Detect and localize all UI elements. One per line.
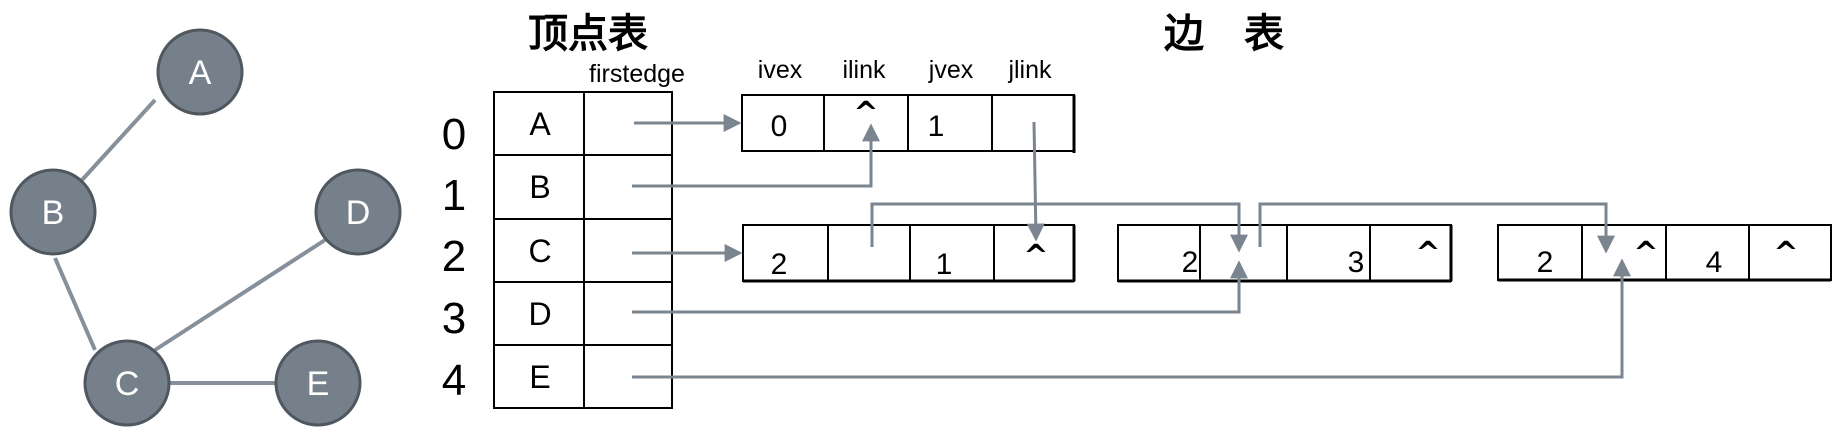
graph-node-b: B xyxy=(9,168,97,256)
edge-3-ilink-null: ^ xyxy=(1633,236,1658,271)
edge-0-jvex: 1 xyxy=(928,110,945,143)
graph-node-b-label: B xyxy=(42,194,65,232)
graph-edge-b-c xyxy=(53,257,97,351)
edge-header-jvex: jvex xyxy=(928,56,974,84)
vertex-table: 0 1 2 3 4 A B C D E xyxy=(442,91,673,409)
graph: A B D C E xyxy=(9,28,402,427)
pointer-edge2-ilink xyxy=(1258,202,1615,254)
graph-node-d-label: D xyxy=(346,194,371,232)
vertex-table-title: 顶点表 xyxy=(528,11,648,57)
pointer-b-firstedge xyxy=(632,123,880,188)
edge-2-ivex: 2 xyxy=(1182,246,1199,279)
pointer-e-firstedge xyxy=(632,258,1631,379)
vertex-index-0: 0 xyxy=(442,110,466,159)
vertex-cell-a: A xyxy=(529,106,551,142)
edge-2-jvex: 3 xyxy=(1348,246,1365,279)
edge-3-jlink-null: ^ xyxy=(1773,236,1798,271)
edge-1-jlink-null: ^ xyxy=(1023,239,1048,274)
graph-edge-c-d xyxy=(153,238,327,352)
edge-node-0: 0 ^ 1 xyxy=(741,94,1076,153)
edge-3-ivex: 2 xyxy=(1537,246,1554,279)
graph-node-e: E xyxy=(274,339,362,427)
pointers xyxy=(632,114,1631,379)
graph-node-a-label: A xyxy=(189,54,212,92)
vertex-index-4: 4 xyxy=(442,356,466,405)
pointer-edge1-ilink xyxy=(870,202,1248,253)
firstedge-header: firstedge xyxy=(589,60,685,88)
edge-header-ivex: ivex xyxy=(758,56,803,84)
vertex-index-2: 2 xyxy=(442,232,466,281)
vertex-index-3: 3 xyxy=(442,294,466,343)
graph-node-d: D xyxy=(314,168,402,256)
vertex-cell-b: B xyxy=(529,169,550,205)
edge-1-jvex: 1 xyxy=(936,248,953,281)
edge-0-ilink-null: ^ xyxy=(853,96,878,131)
graph-node-c: C xyxy=(83,339,171,427)
pointer-edge0-jlink xyxy=(1026,121,1045,242)
edge-header-jlink: jlink xyxy=(1007,56,1052,84)
vertex-cell-e: E xyxy=(529,359,550,395)
vertex-cell-c: C xyxy=(528,233,551,269)
vertex-cell-d: D xyxy=(528,296,551,332)
graph-edge-a-b xyxy=(80,98,157,182)
edge-node-1: 2 1 ^ xyxy=(742,224,1076,283)
vertex-index-1: 1 xyxy=(442,171,466,220)
edge-header-ilink: ilink xyxy=(842,56,886,84)
graph-node-a: A xyxy=(156,28,244,116)
edge-node-2: 2 3 ^ xyxy=(1117,224,1453,283)
pointer-d-firstedge xyxy=(632,260,1248,314)
edge-table-title: 边 表 xyxy=(1164,11,1284,57)
edge-3-jvex: 4 xyxy=(1706,246,1723,279)
edge-2-jlink-null: ^ xyxy=(1415,236,1440,271)
graph-node-e-label: E xyxy=(307,365,330,403)
edge-node-3: 2 ^ 4 ^ xyxy=(1497,224,1832,282)
graph-node-c-label: C xyxy=(115,365,140,403)
edge-0-ivex: 0 xyxy=(771,110,788,143)
edge-1-ivex: 2 xyxy=(771,248,788,281)
